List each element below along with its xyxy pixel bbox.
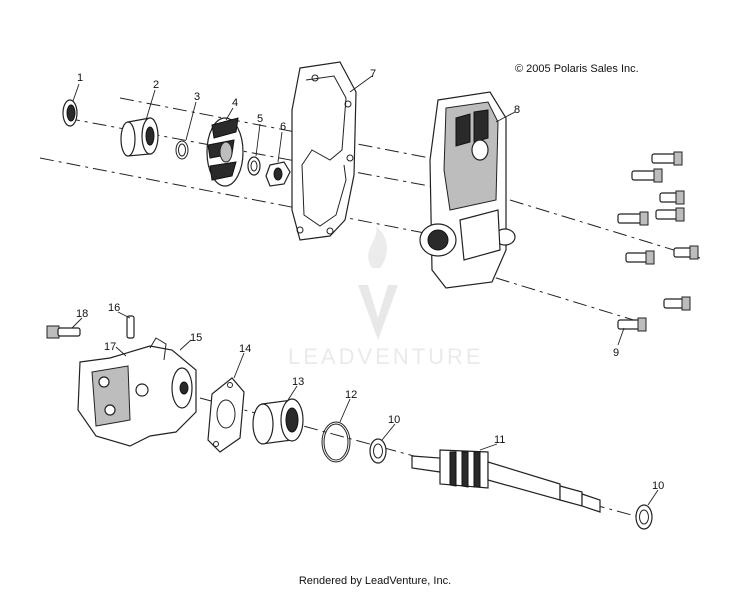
callout-8: 8 [514,104,520,116]
part-washer-10a [369,438,387,464]
callout-13: 13 [292,376,304,388]
part-bolt-18 [46,325,81,339]
callout-12: 12 [345,389,357,401]
bolt-3 [659,190,685,205]
part-oil-pump [77,337,197,447]
bolt-5 [617,211,649,226]
part-nut [265,161,291,187]
part-snap-ring [175,140,189,160]
callout-5: 5 [257,113,263,125]
callout-3: 3 [194,91,200,103]
callout-15: 15 [190,332,202,344]
bolt-4 [655,207,685,222]
bolt-7 [625,250,655,265]
part-impeller [206,117,244,187]
bolt-6 [673,245,699,260]
callout-10a: 10 [388,414,400,426]
footer-credit: Rendered by LeadVenture, Inc. [298,575,452,587]
callout-18: 18 [76,308,88,320]
callout-1: 1 [77,72,83,84]
part-gasket-14 [207,377,245,453]
leader-lines [71,75,659,506]
callout-16: 16 [108,302,120,314]
part-washer [247,156,261,176]
bolt-8 [663,296,691,311]
callout-labels: 1 2 3 4 5 6 7 8 9 18 16 17 15 14 13 12 1… [76,68,664,492]
callout-2: 2 [153,79,159,91]
callout-9: 9 [613,347,619,359]
bolt-9 [617,317,647,332]
part-cover [419,91,516,289]
watermark-logo: LEADVENTURE [288,226,484,369]
callout-6: 6 [280,121,286,133]
part-bearing [120,117,159,157]
callout-4: 4 [232,97,238,109]
copyright-notice: © 2005 Polaris Sales Inc. [515,63,639,75]
callout-11: 11 [494,434,505,446]
part-bushing [252,398,304,445]
callout-17: 17 [104,341,116,353]
part-pin [126,315,135,339]
callout-14: 14 [239,343,251,355]
bolt-2 [631,168,663,183]
bolt-1 [651,151,683,166]
part-shaft [411,449,601,513]
watermark-text: LEADVENTURE [288,344,484,369]
part-washer-10b [635,504,653,530]
part-o-ring-12 [321,421,351,463]
part-oil-seal [62,99,78,127]
callout-10b: 10 [652,480,664,492]
part-bolts [617,151,699,332]
part-gasket [291,61,357,241]
callout-7: 7 [370,68,376,80]
